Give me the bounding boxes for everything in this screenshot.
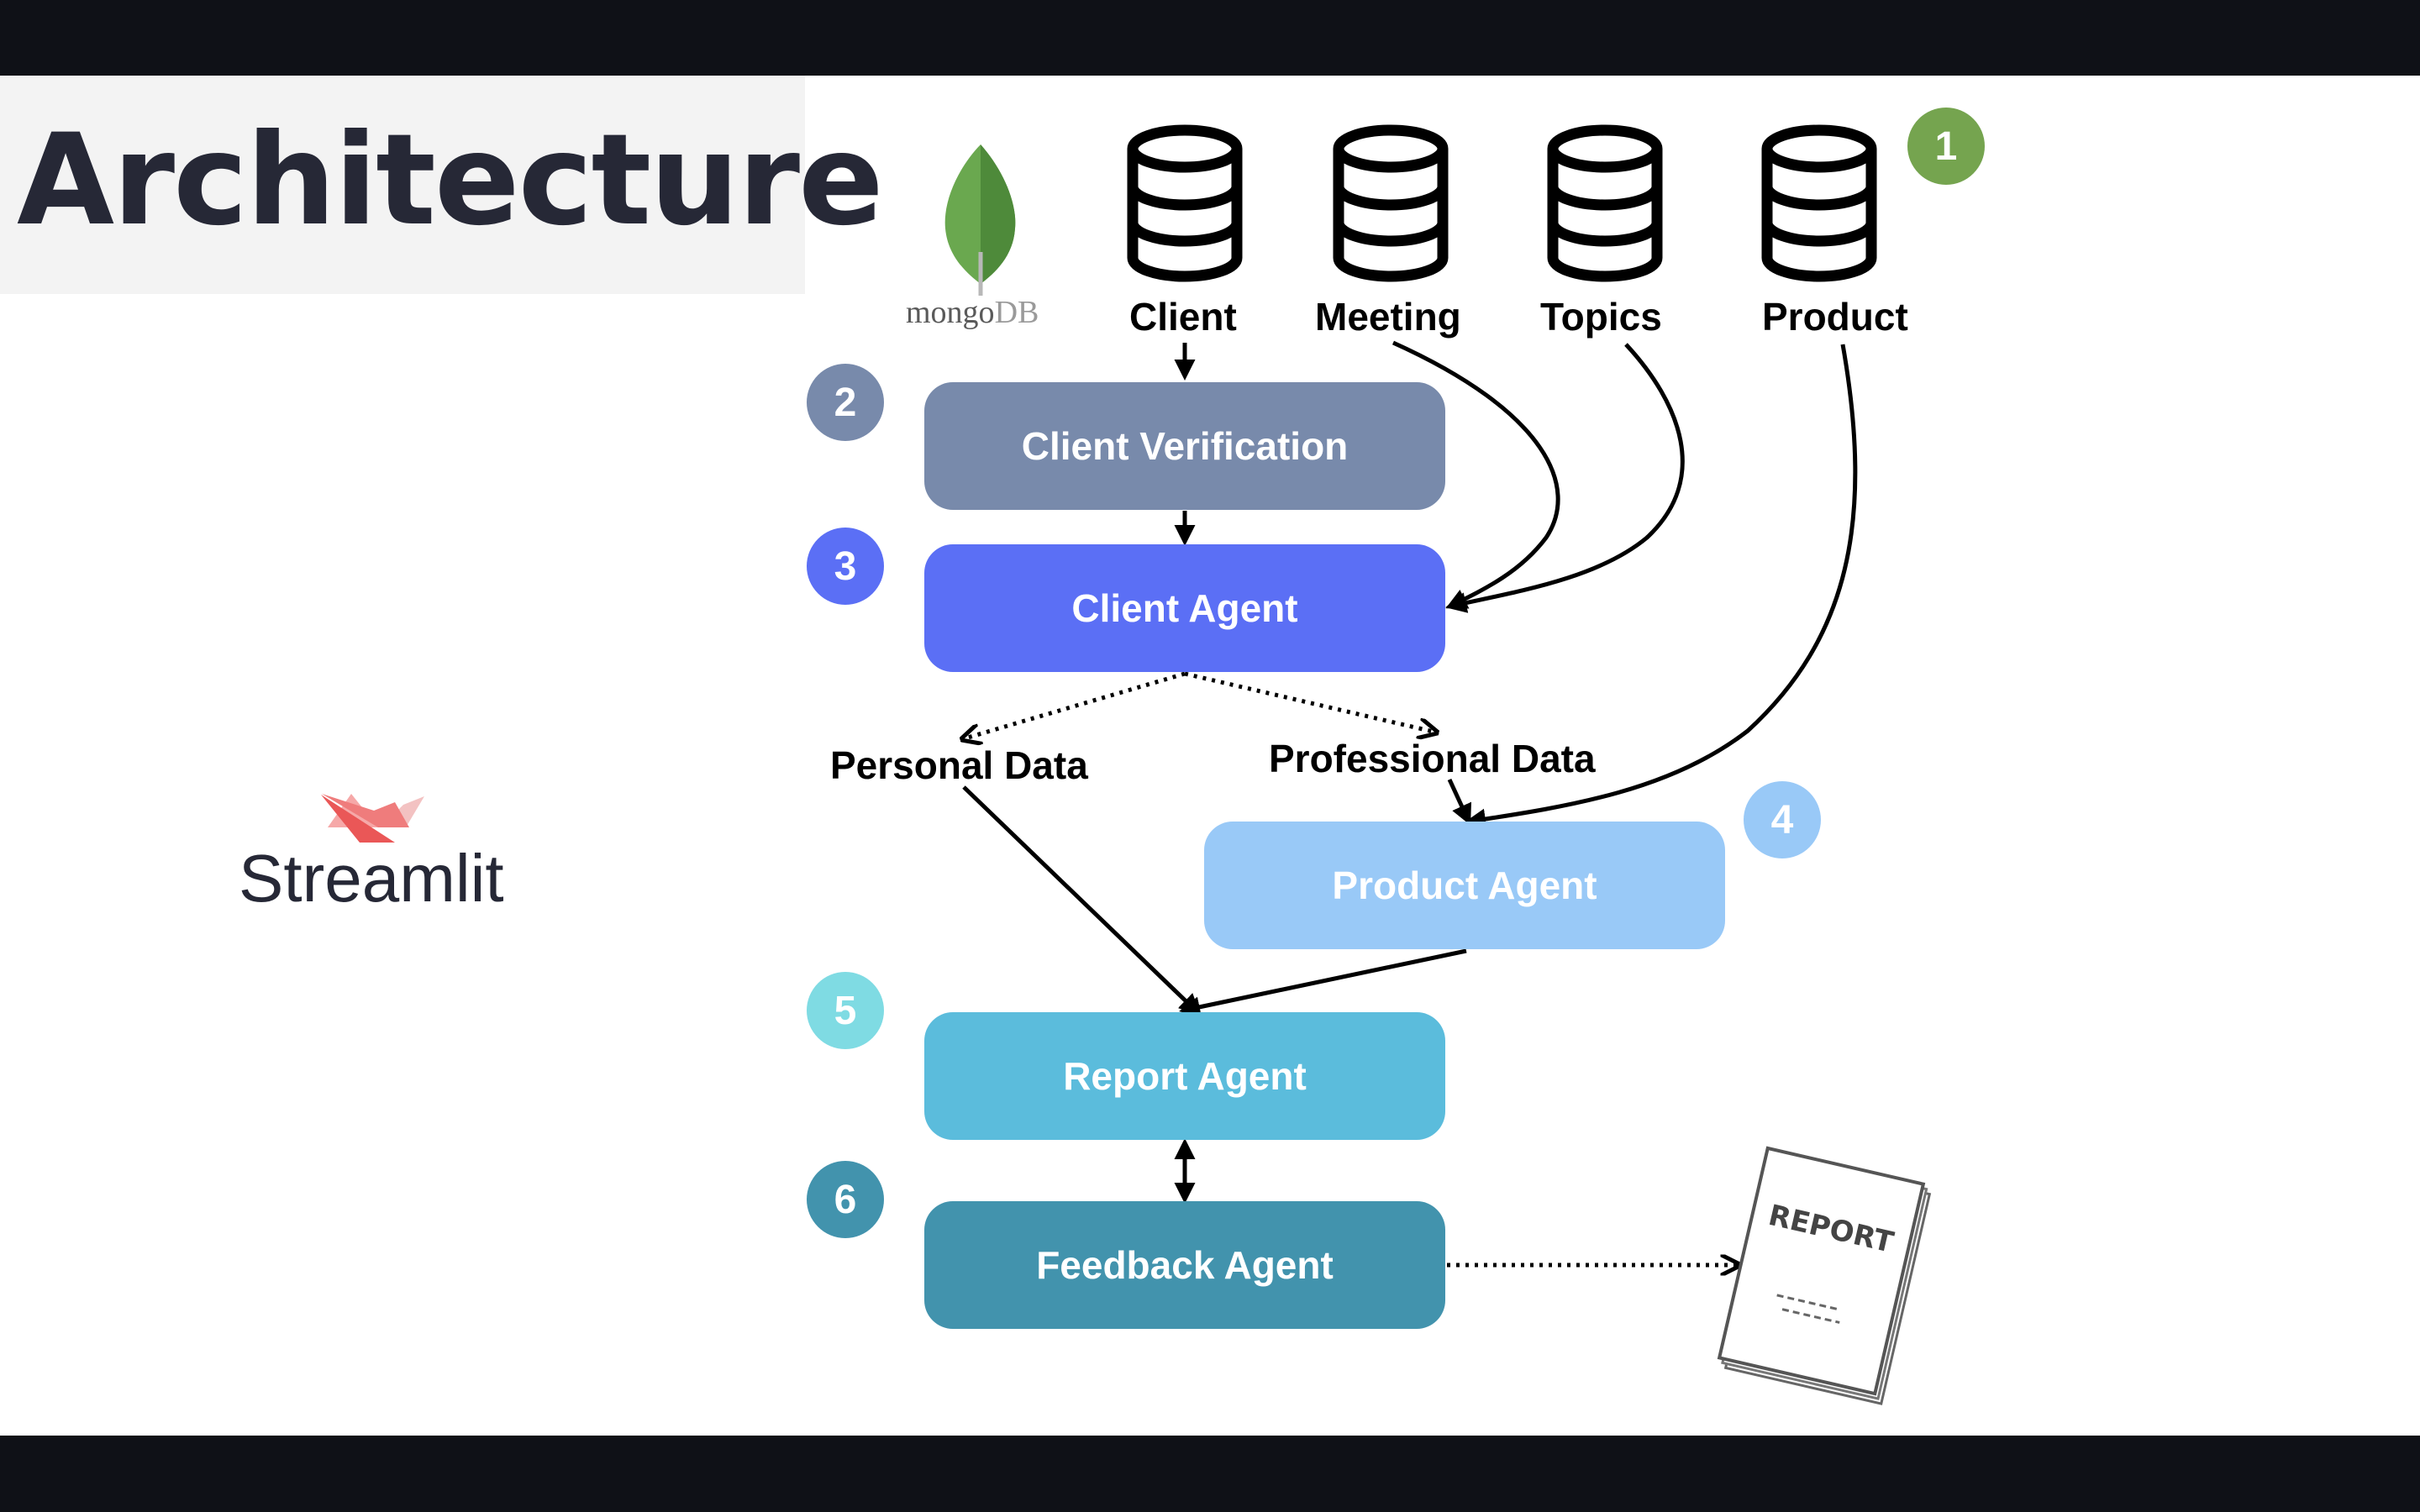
streamlit-logo-icon — [321, 794, 424, 843]
step-badge-4: 4 — [1744, 781, 1821, 858]
topics-to-agent-arrow — [1445, 343, 1685, 613]
page-title: Architecture — [17, 108, 884, 254]
client-verification-node: Client Verification — [924, 382, 1445, 510]
report-agent-node: Report Agent — [924, 1012, 1445, 1140]
client-agent-node: Client Agent — [924, 544, 1445, 672]
streamlit-logo-text: Streamlit — [239, 841, 504, 916]
bottom-letterbox-bar — [0, 1436, 2420, 1512]
professional-data-label: Professional Data — [1269, 737, 1596, 780]
feedback-agent-node: Feedback Agent — [924, 1201, 1445, 1329]
client-database-icon — [1133, 130, 1237, 276]
mongodb-logo-text: mongoDB — [906, 295, 1039, 330]
professional-to-product-agent-arrow — [1447, 778, 1471, 826]
topics-database-icon — [1553, 130, 1657, 276]
personal-to-report-arrow — [962, 785, 1201, 1016]
mongodb-leaf-icon — [944, 144, 1016, 296]
step-badge-6: 6 — [807, 1161, 884, 1238]
personal-data-dotted-arrow — [962, 671, 1186, 739]
step-badge-5: 5 — [807, 972, 884, 1049]
product-db-to-product-agent-arrow — [1465, 344, 1858, 830]
step-badge-1: 1 — [1907, 108, 1985, 185]
database-label-meeting: Meeting — [1315, 295, 1461, 339]
title-panel — [0, 76, 805, 294]
professional-data-dotted-arrow — [1184, 671, 1437, 732]
product-agent-node: Product Agent — [1204, 822, 1725, 949]
database-label-client: Client — [1129, 295, 1237, 339]
top-letterbox-bar — [0, 0, 2420, 76]
personal-data-label: Personal Data — [830, 743, 1088, 787]
meeting-to-agent-arrow — [1392, 340, 1560, 609]
database-label-product: Product — [1762, 295, 1908, 339]
meeting-database-icon — [1339, 130, 1443, 276]
product-database-icon — [1767, 130, 1871, 276]
database-label-topics: Topics — [1540, 295, 1662, 339]
step-badge-2: 2 — [807, 364, 884, 441]
product-to-report-arrow — [1179, 948, 1467, 1018]
step-badge-3: 3 — [807, 528, 884, 605]
report-document-icon: REPORT — [1717, 1146, 1932, 1405]
